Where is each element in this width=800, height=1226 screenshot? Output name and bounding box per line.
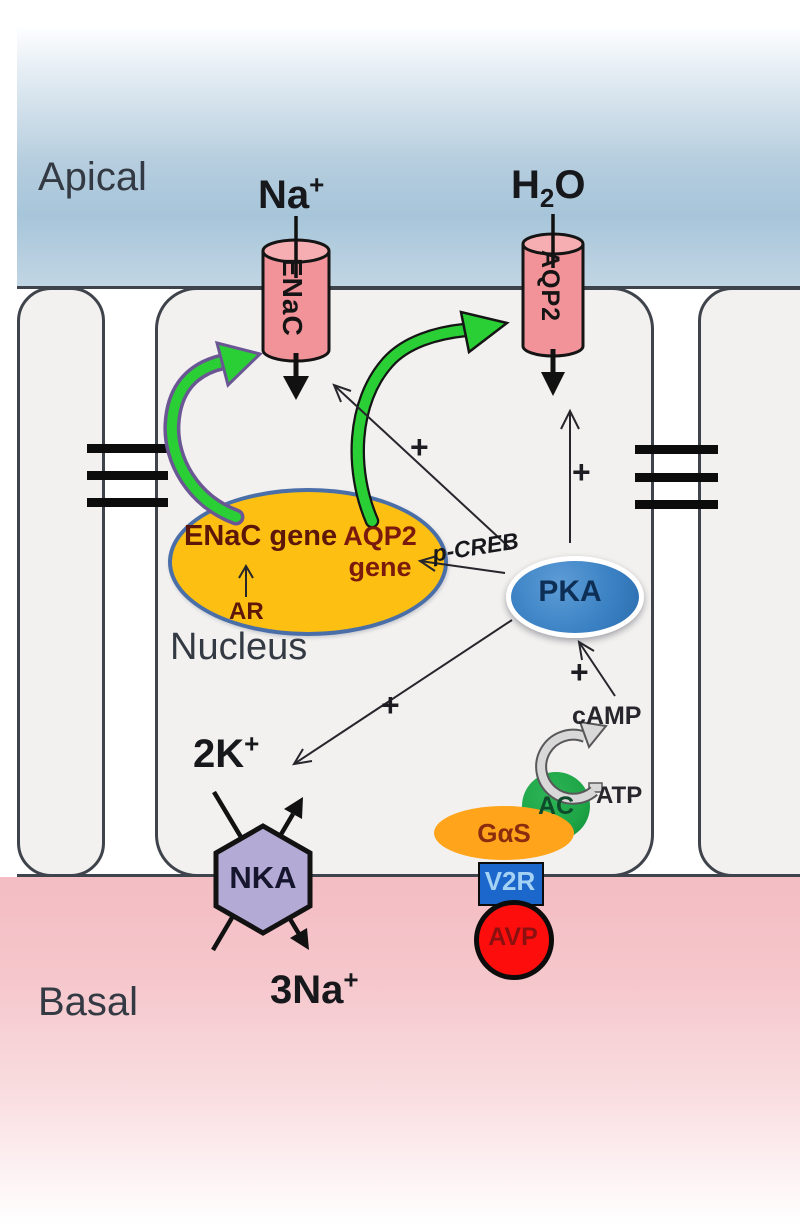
neighbor-cell-left [17, 287, 105, 877]
basal-region-label: Basal [38, 980, 139, 1024]
pka-label: PKA [538, 575, 602, 608]
camp-label: cAMP [572, 702, 642, 730]
gas-label: GαS [477, 817, 531, 848]
aqp2-channel-label: AQP2 [536, 250, 564, 323]
enac-channel-label: ENaC [277, 258, 308, 337]
v2r-label: V2R [484, 865, 536, 896]
neighbor-cell-right [698, 287, 800, 877]
water-label: H2O [511, 163, 586, 213]
avp-label: AVP [488, 922, 538, 951]
plus-pka-enac: + [410, 429, 429, 465]
ar-label: AR [229, 598, 264, 625]
sodium-ion-label: Na+ [258, 169, 325, 217]
enac-gene-label: ENaC gene [184, 520, 338, 552]
plus-camp-pka: + [570, 654, 589, 690]
avp-ligand-circle [474, 900, 554, 980]
apical-lumen-region [17, 28, 800, 288]
nucleus-caption: Nucleus [170, 626, 308, 668]
sodium-out-label: 3Na+ [270, 964, 359, 1012]
pka-ellipse [506, 556, 644, 638]
nka-label: NKA [229, 860, 297, 895]
plus-pka-nka: + [381, 687, 400, 723]
atp-label: ATP [596, 782, 643, 809]
g-alpha-s-ellipse [434, 806, 574, 860]
potassium-label: 2K+ [193, 728, 260, 776]
plus-pka-aqp2: + [572, 454, 591, 490]
apical-region-label: Apical [38, 155, 147, 199]
basal-interstitium-region [0, 877, 800, 1226]
